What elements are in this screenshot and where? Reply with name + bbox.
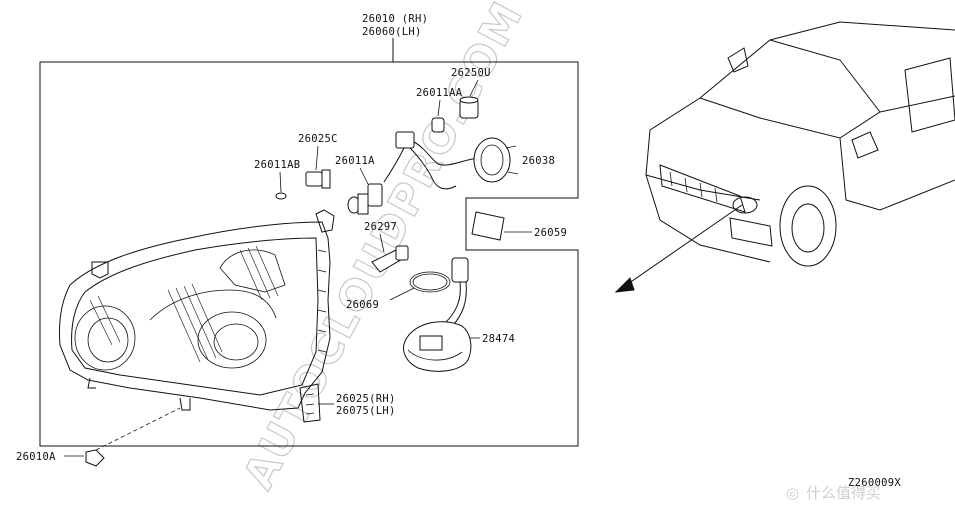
label-26069: 26069 — [346, 299, 379, 311]
label-26010A: 26010A — [16, 451, 56, 463]
label-26011AA: 26011AA — [416, 87, 463, 99]
figure-code: Z260009X — [848, 477, 901, 489]
wire-harness — [383, 131, 479, 190]
assembly-label-lh: 26060(LH) — [362, 26, 422, 38]
part-26059: 26059 — [471, 211, 567, 241]
part-26069: 26069 — [346, 271, 451, 311]
assembly-frame — [39, 61, 579, 447]
label-26025RH: 26025(RH) — [336, 393, 396, 405]
locator-arrow — [621, 204, 743, 289]
label-26075LH: 26075(LH) — [336, 405, 396, 417]
label-28474: 28474 — [482, 333, 515, 345]
label-26038: 26038 — [522, 155, 555, 167]
headlamp-housing — [59, 209, 335, 423]
part-26025C: 26025C — [298, 133, 338, 189]
igniter-connector — [445, 257, 469, 327]
part-26011A: 26011A — [335, 155, 383, 215]
part-28474: 28474 — [403, 321, 515, 372]
part-26038: 26038 — [473, 137, 555, 183]
part-26010A: 26010A — [16, 407, 181, 467]
corner-brand-icon: ◎ — [786, 484, 799, 502]
vehicle-locator — [614, 21, 955, 293]
label-26297: 26297 — [364, 221, 397, 233]
label-26025C: 26025C — [298, 133, 338, 145]
part-26250U: 26250U — [451, 67, 491, 119]
corner-brand: 什么值得买 — [806, 484, 881, 502]
label-26011A: 26011A — [335, 155, 375, 167]
part-26011AB: 26011AB — [254, 159, 300, 200]
part-26011AA: 26011AA — [416, 87, 463, 133]
label-26011AB: 26011AB — [254, 159, 300, 171]
part-26297: 26297 — [364, 221, 409, 273]
assembly-label-rh: 26010 (RH) — [362, 13, 428, 25]
label-26250U: 26250U — [451, 67, 491, 79]
label-26059: 26059 — [534, 227, 567, 239]
